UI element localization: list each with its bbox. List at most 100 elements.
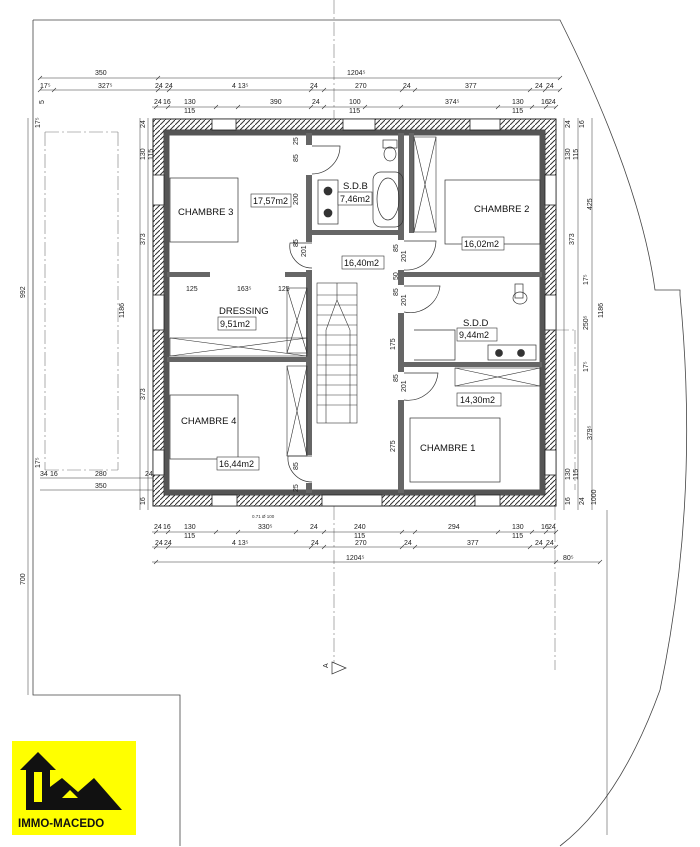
- area-box-dressing: [217, 316, 257, 331]
- area-box-chambre2: [461, 236, 505, 251]
- dim: 24: [579, 497, 586, 505]
- dim: 115: [512, 533, 523, 540]
- area-box-unnamed: [456, 392, 502, 407]
- wall-chambre2-bottom: [404, 272, 542, 277]
- dim: 350: [95, 483, 107, 490]
- dimension-lines: [27, 77, 608, 835]
- dim-1204-top: 1204⁵: [347, 70, 366, 77]
- dim: 25: [293, 137, 300, 145]
- dim: 130: [512, 524, 524, 531]
- sdb-toilet-tank: [382, 139, 398, 149]
- dim: 700: [20, 573, 27, 585]
- dim: 24: [140, 120, 147, 128]
- dim: 17⁵: [40, 83, 51, 90]
- logo-text: IMMO-MACEDO: [18, 818, 104, 830]
- small-note: 0.71 Ø 100: [252, 514, 275, 519]
- dim: 130: [184, 524, 196, 531]
- dim: 24: [546, 540, 554, 547]
- area-box-chambre4: [216, 456, 260, 471]
- logo-house-icon: [20, 752, 122, 810]
- dim: 16: [163, 524, 171, 531]
- logo: IMMO-MACEDO: [12, 741, 136, 835]
- dim: 24: [311, 540, 319, 547]
- shower: [414, 329, 456, 361]
- dim: 115: [354, 533, 365, 540]
- dim: 24: [535, 540, 543, 547]
- dim: 201: [401, 294, 408, 306]
- dim: 17⁵: [583, 274, 590, 285]
- room-name-chambre3: CHAMBRE 3: [178, 207, 233, 218]
- area-box-hall: [341, 255, 385, 270]
- dim: 377: [467, 540, 479, 547]
- dim: 24: [155, 83, 163, 90]
- dim-text-bottom: 24 16 130 115 330⁵ 24 240 115 294 130 11…: [154, 524, 574, 562]
- dim: 85: [293, 462, 300, 470]
- dim: 24: [145, 471, 153, 478]
- room-area-chambre2: 16,02m2: [464, 239, 499, 249]
- dim-text-left: 5 17⁵ 992 17⁵ 700 1186 373 373 24 16 130…: [20, 100, 155, 585]
- dim: 200: [293, 193, 300, 205]
- area-box-sdd: [456, 327, 498, 342]
- dim: 1000: [591, 489, 598, 505]
- dim: 4 13⁵: [232, 540, 249, 547]
- windows: [152, 118, 557, 507]
- dim: 201: [401, 250, 408, 262]
- dim: 24: [565, 120, 572, 128]
- dim: 24: [546, 83, 554, 90]
- dim: 374⁵: [445, 99, 460, 106]
- room-labels: CHAMBRE 3 17,57m2 S.D.B 7,46m2 CHAMBRE 2…: [178, 181, 529, 471]
- area-box-chambre3: [250, 193, 292, 208]
- dim: 16: [541, 99, 549, 106]
- dim: 240: [354, 524, 366, 531]
- room-name-sdd: S.D.D: [463, 318, 488, 329]
- dim: 390: [270, 99, 282, 106]
- dim: 130: [184, 99, 196, 106]
- dim: 85: [393, 288, 400, 296]
- dim: 373: [569, 233, 576, 245]
- dim: 24: [403, 83, 411, 90]
- door-gaps: [210, 145, 405, 483]
- dim: 24: [548, 99, 556, 106]
- dim: 24: [404, 540, 412, 547]
- dim: 16: [579, 120, 586, 128]
- dim: 250⁵: [583, 315, 590, 330]
- sdd-vanity: [487, 344, 537, 361]
- wall-corridor-left: [306, 133, 312, 493]
- wall-sdb-bottom: [312, 230, 404, 235]
- building: [152, 118, 557, 507]
- dim: 16: [541, 524, 549, 531]
- dim: 85: [393, 374, 400, 382]
- dim: 24: [312, 99, 320, 106]
- sdd-toilet-tank: [514, 283, 524, 299]
- dim: 17⁵: [35, 117, 42, 128]
- dim: 373: [140, 233, 147, 245]
- room-area-sdb: 7,46m2: [340, 194, 370, 204]
- dim: 201: [401, 380, 408, 392]
- plot-boundary: [32, 19, 688, 847]
- dim-350-top: 350: [95, 70, 107, 77]
- bed-chambre3: [169, 177, 239, 243]
- dim: 16: [50, 471, 58, 478]
- wall-dressing-bottom: [167, 357, 307, 362]
- dim: 17⁵: [35, 457, 42, 468]
- dim: 377: [465, 83, 477, 90]
- dim: 24: [155, 540, 163, 547]
- dim: 24: [165, 83, 173, 90]
- dim: 130: [565, 148, 572, 160]
- dim-80-bottom: 80⁵: [563, 555, 574, 562]
- inner-lining: [164, 130, 545, 495]
- dim: 24: [154, 524, 162, 531]
- room-area-unnamed: 14,30m2: [460, 395, 495, 405]
- dim: 130: [512, 99, 524, 106]
- dim: 115: [184, 533, 195, 540]
- dim: 115: [573, 149, 580, 160]
- dim: 280: [95, 471, 107, 478]
- dim: 16: [140, 497, 147, 505]
- dim-text-right: 24 16 130 115 425 17⁵ 1186 250⁵ 17⁵ 373 …: [565, 120, 605, 505]
- dim: 115: [512, 108, 523, 115]
- room-name-chambre1: CHAMBRE 1: [420, 443, 475, 454]
- dim: 24: [548, 524, 556, 531]
- dim: 50: [393, 272, 400, 280]
- dim: 115: [573, 469, 580, 480]
